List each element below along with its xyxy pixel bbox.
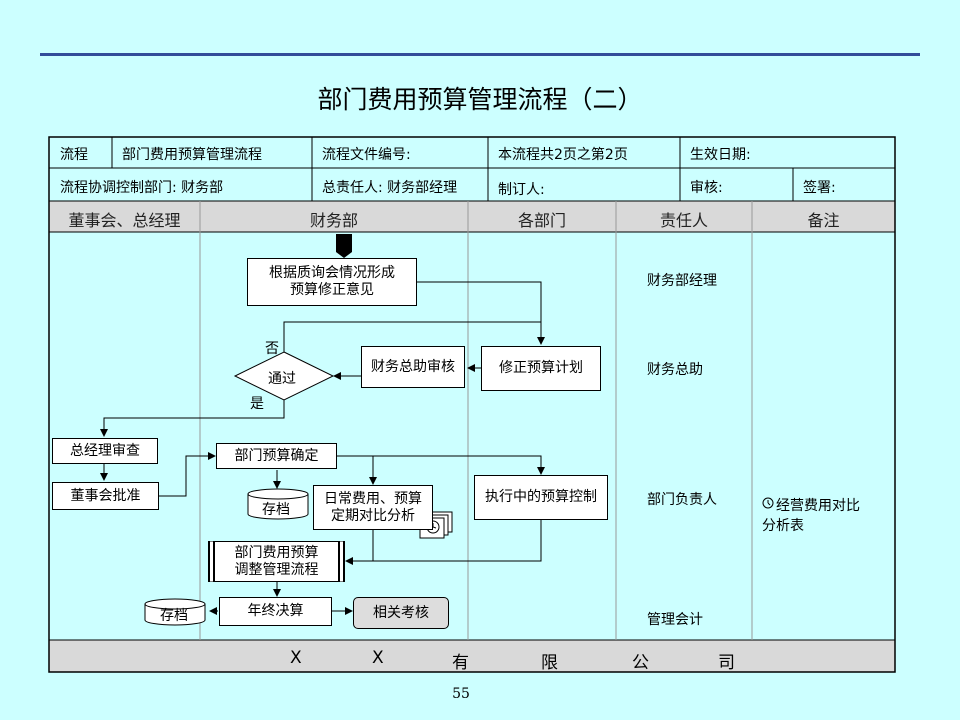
year-end-step: 年终决算 [219,597,332,626]
owner: 总责任人: 财务部经理 [322,180,458,196]
lane-header-departments: 各部门 [517,211,566,230]
revise-budget-step: 修正预算计划 [481,346,601,391]
finance-review-step: 财务总助审核 [361,346,465,388]
effective-date-label: 生效日期: [690,147,751,163]
responsible-dept-head: 部门负责人 [647,492,717,508]
adjust-flow-line2: 调整管理流程 [234,561,319,578]
responsible-finance-assistant: 财务总助 [647,362,703,378]
archive-db-1 [247,488,309,520]
review-label: 审核: [690,180,723,196]
start-marker [336,234,352,258]
page-count: 本流程共2页之第2页 [498,147,628,163]
yes-label: 是 [250,396,264,412]
adjust-flow-subprocess: 部门费用预算调整管理流程 [208,541,345,582]
daily-compare-step: 日常费用、预算定期对比分析 [313,485,433,530]
company-char-5: 公 [632,653,649,673]
board-approve-step: 董事会批准 [52,482,159,510]
pass-label: 通过 [268,371,296,387]
archive-db-2 [144,598,206,626]
related-assessment-step: 相关考核 [353,597,449,629]
flow-label: 流程 [60,147,88,163]
archive-label-2: 存档 [160,608,188,624]
footer-band [49,640,895,672]
lane-header-responsible: 责任人 [659,211,708,230]
coord-dept: 流程协调控制部门: 财务部 [60,180,224,196]
sign-label: 签署: [803,180,836,196]
lane-header-notes: 备注 [807,211,840,230]
table-border [48,136,896,673]
clock-icon [762,497,774,509]
note-line1: 经营费用对比 [776,498,860,514]
opinion-step: 根据质询会情况形成预算修正意见 [247,258,417,306]
company-char-2: X [372,648,384,668]
daily-compare-line1: 日常费用、预算 [324,490,422,507]
lane-header-finance: 财务部 [309,211,358,230]
company-char-4: 限 [541,653,558,673]
opinion-line2: 预算修正意见 [290,282,374,298]
title-rule [40,53,920,56]
page-number: 55 [452,686,470,702]
doc-no-label: 流程文件编号: [322,147,411,163]
company-char-3: 有 [452,653,469,673]
flow-arrows [100,258,545,615]
execution-control-step: 执行中的预算控制 [474,475,608,520]
company-char-6: 司 [718,653,735,673]
lane-header-board: 董事会、总经理 [68,211,181,230]
note-line2: 分析表 [762,518,804,534]
slide-title: 部门费用预算管理流程（二） [317,85,643,114]
header-grid [49,137,895,641]
dept-budget-confirm-step: 部门预算确定 [216,443,337,469]
opinion-line1: 根据质询会情况形成 [269,265,395,281]
gm-review-step: 总经理审查 [52,438,158,464]
flow-name: 部门费用预算管理流程 [122,147,262,163]
lane-header-band [49,201,895,232]
responsible-management-accounting: 管理会计 [647,612,703,628]
adjust-flow-line1: 部门费用预算 [234,544,319,561]
archive-label: 存档 [262,502,290,518]
company-char-1: X [290,648,302,668]
no-label: 否 [265,341,279,357]
prepared-by-label: 制订人: [498,182,545,198]
lane-dividers [199,201,753,640]
daily-compare-line2: 定期对比分析 [331,507,415,524]
responsible-finance-manager: 财务部经理 [647,273,717,289]
